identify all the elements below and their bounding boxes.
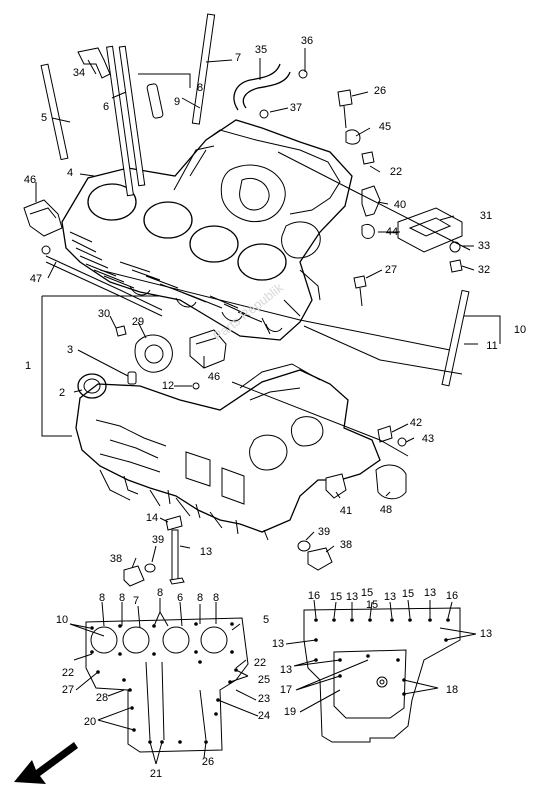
callout-38: 38 <box>339 539 353 551</box>
callout-8: 8 <box>156 587 164 599</box>
callout-5: 5 <box>262 614 270 626</box>
callout-31: 31 <box>479 210 493 222</box>
callout-24: 24 <box>257 710 271 722</box>
callout-37: 37 <box>289 102 303 114</box>
callout-22: 22 <box>61 667 75 679</box>
callout-15: 15 <box>365 599 379 611</box>
callout-13: 13 <box>199 546 213 558</box>
callout-32: 32 <box>477 264 491 276</box>
lower-plan-left <box>85 617 249 753</box>
callout-8: 8 <box>196 592 204 604</box>
callout-44: 44 <box>385 226 399 238</box>
callout-27: 27 <box>384 264 398 276</box>
callout-15: 15 <box>401 588 415 600</box>
callout-35: 35 <box>254 44 268 56</box>
callout-33: 33 <box>477 240 491 252</box>
callout-13: 13 <box>271 638 285 650</box>
callout-46: 46 <box>23 174 37 186</box>
callout-47: 47 <box>29 273 43 285</box>
callout-3: 3 <box>66 344 74 356</box>
callout-7: 7 <box>132 595 140 607</box>
callout-19: 19 <box>283 706 297 718</box>
callout-29: 29 <box>131 316 145 328</box>
callout-17: 17 <box>279 684 293 696</box>
callout-26: 26 <box>373 85 387 97</box>
callout-22: 22 <box>389 166 403 178</box>
upper-crankcase <box>61 119 353 341</box>
callout-34: 34 <box>72 67 86 79</box>
callout-6: 6 <box>176 592 184 604</box>
callout-39: 39 <box>151 534 165 546</box>
callout-18: 18 <box>445 684 459 696</box>
fasteners <box>23 13 471 587</box>
callout-46: 46 <box>207 371 221 383</box>
callout-36: 36 <box>300 35 314 47</box>
callout-8: 8 <box>118 592 126 604</box>
callout-16: 16 <box>445 590 459 602</box>
callout-45: 45 <box>378 121 392 133</box>
callout-30: 30 <box>97 308 111 320</box>
callout-10: 10 <box>55 614 69 626</box>
callout-15: 15 <box>360 587 374 599</box>
callout-48: 48 <box>379 504 393 516</box>
callout-5: 5 <box>40 112 48 124</box>
callout-25: 25 <box>257 674 271 686</box>
front-direction-arrow <box>14 742 78 784</box>
lower-crankcase <box>75 363 381 541</box>
callout-23: 23 <box>257 693 271 705</box>
callout-7: 7 <box>234 52 242 64</box>
callout-13: 13 <box>479 628 493 640</box>
callout-22: 22 <box>253 657 267 669</box>
callout-14: 14 <box>145 512 159 524</box>
callout-16: 16 <box>307 590 321 602</box>
callout-8: 8 <box>196 82 204 94</box>
lower-plan-right <box>303 607 461 743</box>
callout-39: 39 <box>317 526 331 538</box>
callout-27: 27 <box>61 684 75 696</box>
callout-21: 21 <box>149 768 163 780</box>
callout-9: 9 <box>173 96 181 108</box>
callout-26: 26 <box>201 756 215 768</box>
callout-8: 8 <box>212 592 220 604</box>
callout-41: 41 <box>339 505 353 517</box>
callout-10: 10 <box>513 324 527 336</box>
callout-11: 11 <box>486 340 498 352</box>
callout-12: 12 <box>161 380 175 392</box>
callout-15: 15 <box>329 591 343 603</box>
callout-13: 13 <box>423 587 437 599</box>
callout-8: 8 <box>98 592 106 604</box>
callout-4: 4 <box>66 167 74 179</box>
callout-20: 20 <box>83 716 97 728</box>
callout-13: 13 <box>383 591 397 603</box>
callout-13: 13 <box>279 664 293 676</box>
callout-40: 40 <box>393 199 407 211</box>
callout-2: 2 <box>58 387 66 399</box>
callout-43: 43 <box>421 433 435 445</box>
callout-13: 13 <box>345 591 359 603</box>
callout-28: 28 <box>95 692 109 704</box>
callout-42: 42 <box>409 417 423 429</box>
callout-6: 6 <box>102 101 110 113</box>
leader-lines <box>35 48 501 765</box>
callout-1: 1 <box>24 360 32 372</box>
callout-38: 38 <box>109 553 123 565</box>
